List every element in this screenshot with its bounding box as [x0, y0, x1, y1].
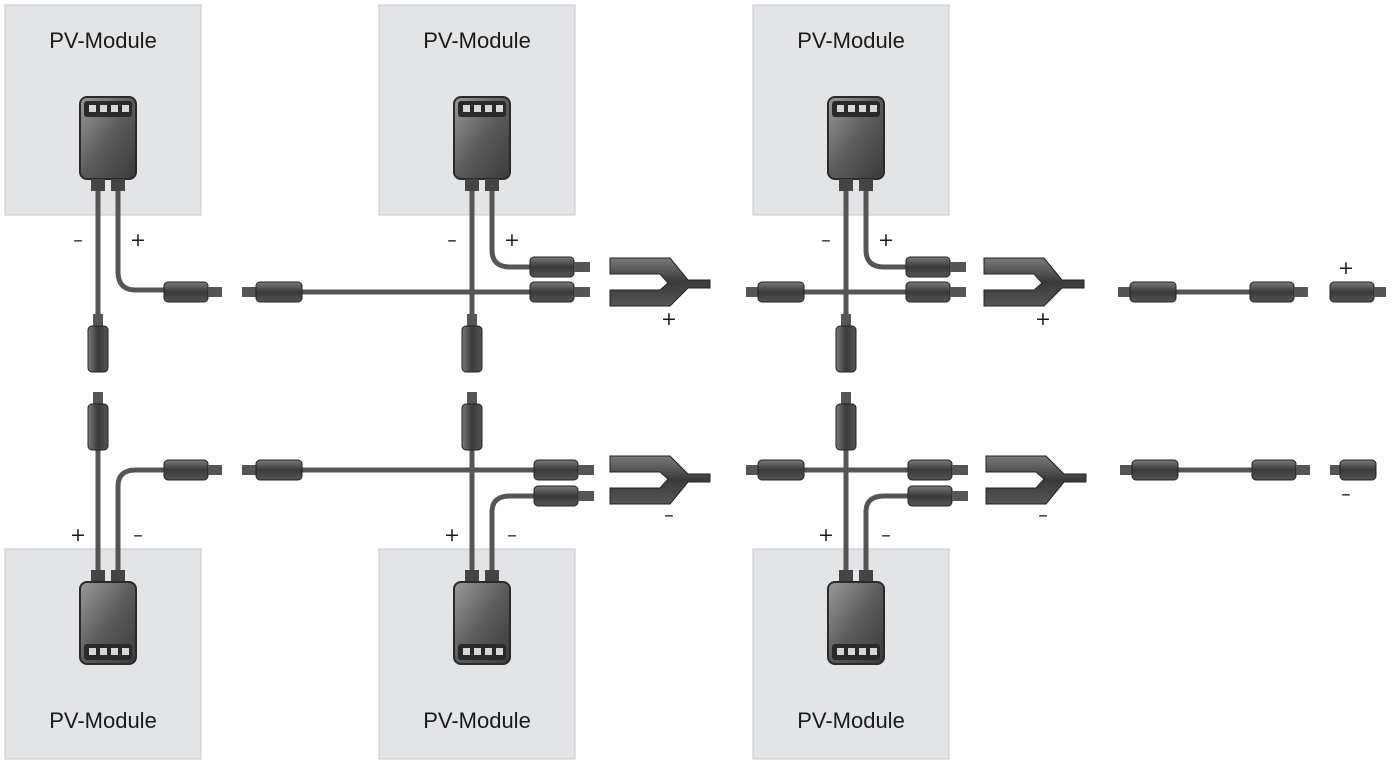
minus-sign: – [821, 229, 831, 251]
connector-plug [242, 281, 303, 303]
minus-sign: – [133, 524, 143, 546]
junction-boxes [79, 96, 885, 665]
connector-plug [905, 281, 966, 303]
branch-connector [983, 257, 1085, 307]
plus-sign: + [818, 524, 834, 546]
minus-sign: – [664, 504, 674, 526]
branch-connector [985, 455, 1087, 505]
module-label: PV-Module [423, 708, 531, 733]
cables [95, 187, 1257, 585]
junction-box [453, 570, 511, 665]
module-label: PV-Module [797, 708, 905, 733]
plus-sign: + [130, 229, 146, 251]
connector-plug [835, 392, 857, 451]
junction-box [79, 96, 137, 191]
minus-sign: – [1038, 504, 1048, 526]
cable [489, 187, 533, 270]
connector-plug [1329, 281, 1386, 303]
connector-plug [461, 392, 483, 451]
connector-plug [163, 459, 222, 481]
connector-plug [1249, 281, 1308, 303]
connector-plug [1120, 459, 1179, 481]
minus-sign: – [507, 524, 517, 546]
plus-sign: + [1338, 257, 1354, 279]
minus-sign: – [1341, 483, 1351, 505]
connector-plug [746, 459, 805, 481]
plus-sign: + [444, 524, 460, 546]
cable [863, 493, 911, 585]
connector-plug [1251, 459, 1310, 481]
cable [115, 467, 169, 585]
connector-plug [529, 281, 590, 303]
junction-box [79, 570, 137, 665]
connectors-vertical [87, 314, 857, 451]
connector-plug [163, 281, 222, 303]
connector-plug [907, 459, 968, 481]
connector-plug [1330, 459, 1377, 481]
module-label: PV-Module [423, 28, 531, 53]
junction-box [827, 96, 885, 191]
connector-plug [87, 314, 109, 373]
cable [863, 187, 909, 270]
connector-plug [907, 485, 968, 507]
connector-plug [905, 256, 966, 278]
plus-sign: + [70, 524, 86, 546]
connector-plug [87, 392, 109, 451]
connectors-horizontal [163, 256, 1386, 507]
plus-sign: + [661, 308, 677, 330]
connector-plug [835, 314, 857, 373]
module-label: PV-Module [797, 28, 905, 53]
junction-box [827, 570, 885, 665]
cable [115, 187, 169, 293]
connector-plug [529, 256, 590, 278]
branch-connector [609, 455, 711, 505]
cable [489, 493, 537, 585]
minus-sign: – [881, 524, 891, 546]
junction-box [453, 96, 511, 191]
connector-plug [533, 459, 594, 481]
plus-sign: + [1035, 308, 1051, 330]
connector-plug [1118, 281, 1177, 303]
branch-connector [609, 257, 711, 307]
polarity-signs: – + – + – + + + + – – – + – + – + – [70, 229, 1354, 546]
minus-sign: – [73, 229, 83, 251]
plus-sign: + [504, 229, 520, 251]
connector-plug [533, 485, 594, 507]
module-label: PV-Module [49, 708, 157, 733]
connector-plug [461, 314, 483, 373]
module-label: PV-Module [49, 28, 157, 53]
connector-plug [242, 459, 303, 481]
plus-sign: + [878, 229, 894, 251]
minus-sign: – [447, 229, 457, 251]
connector-plug [746, 281, 805, 303]
